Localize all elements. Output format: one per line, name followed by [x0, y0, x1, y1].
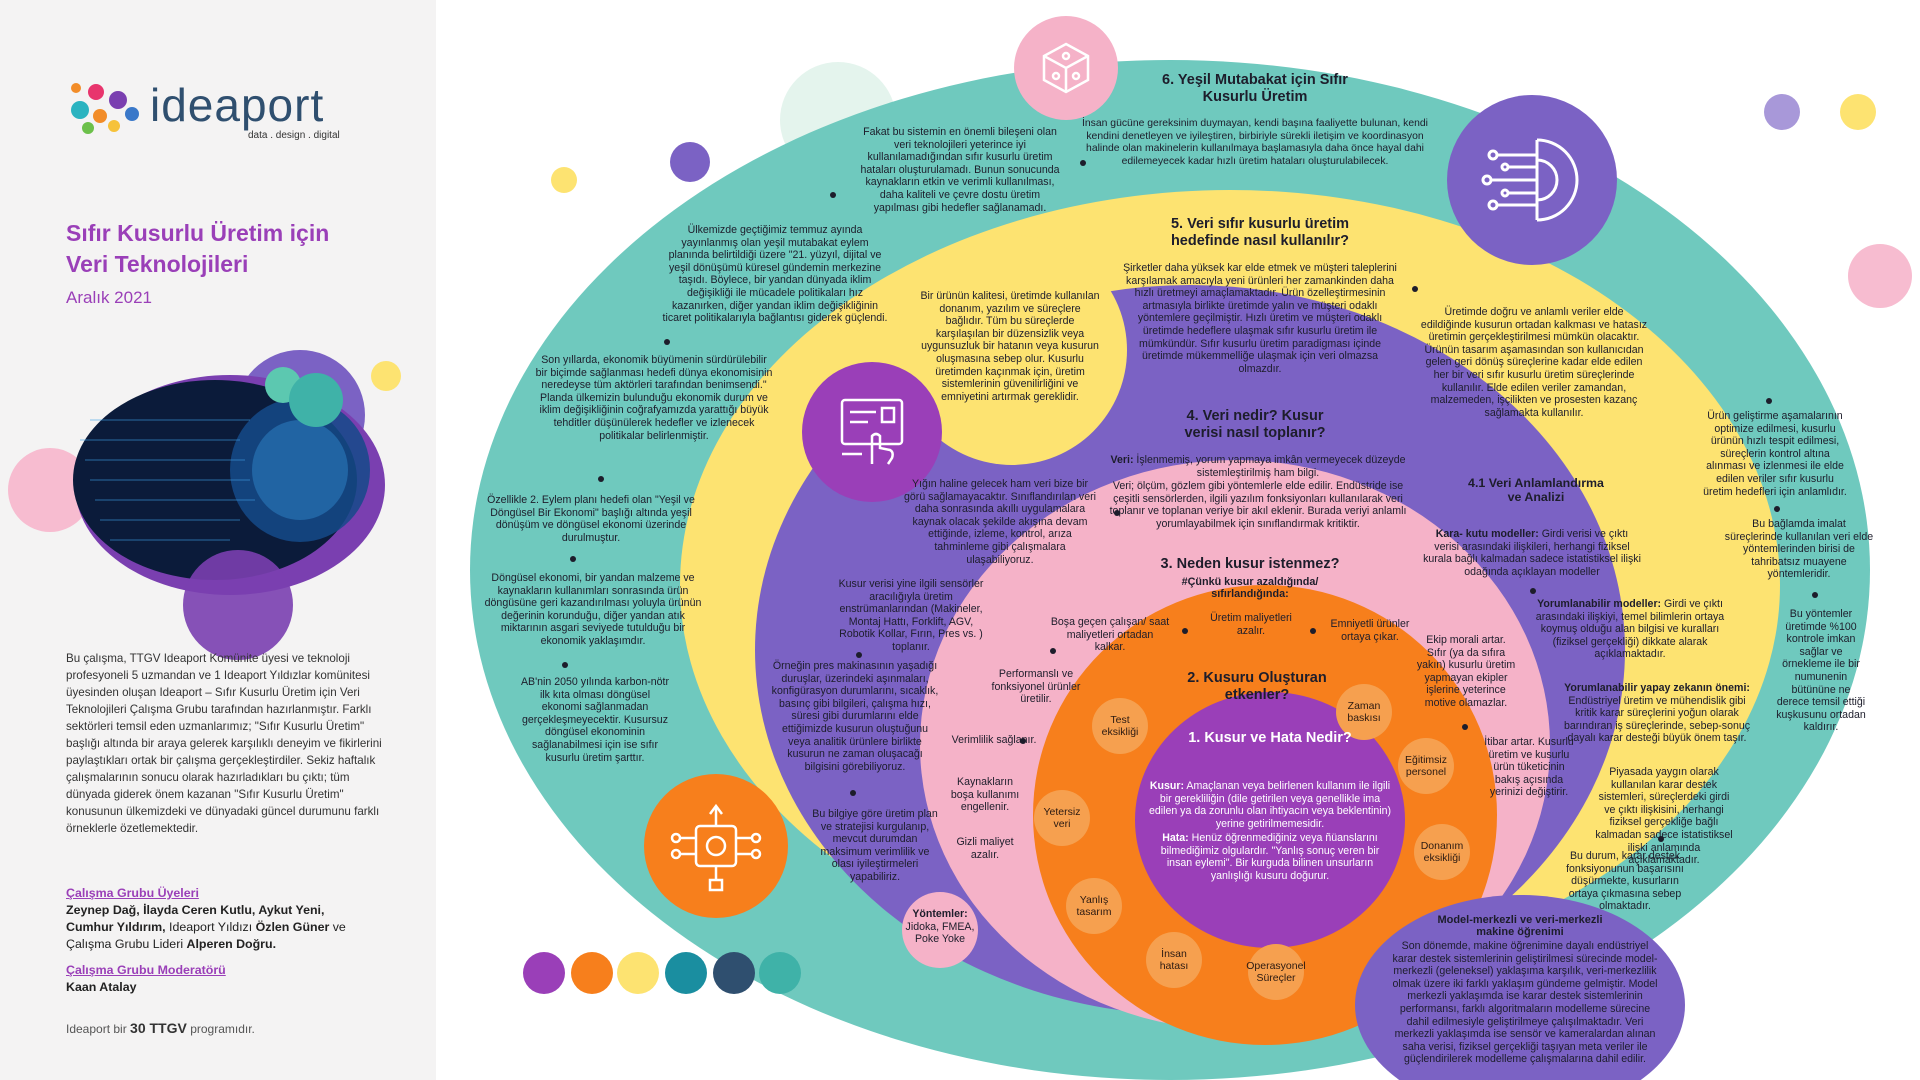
s4-p5: Örneğin pres makinasının yaşadığı duruşl… — [771, 660, 939, 773]
s41-p1: Kara- kutu modeller: Girdi verisi ve çık… — [1423, 528, 1641, 578]
s3-item-7: Kaynakların boşa kullanımı engellenir. — [950, 776, 1020, 814]
s3-item-5: Ekip morali artar. Sıfır (ya da sıfıra y… — [1416, 634, 1516, 709]
s5-p2: Üretimde doğru ve anlamlı veriler elde e… — [1420, 306, 1648, 419]
s6-r1: Ürün geliştirme aşamalarının optimize ed… — [1703, 410, 1847, 498]
factor-chip: Operasyonel Süreçler — [1246, 944, 1306, 1000]
bullet — [1412, 286, 1418, 292]
members-heading: Çalışma Grubu Üyeleri — [66, 886, 199, 900]
s6-r3: Bu yöntemler üretimde %100 kontrole imka… — [1776, 608, 1866, 734]
s6-p7: AB'nin 2050 yılında karbon-nötr ilk kıta… — [520, 676, 670, 764]
bullet — [1812, 592, 1818, 598]
page-title: Sıfır Kusurlu Üretim için Veri Teknoloji… — [66, 218, 406, 280]
bullet — [830, 192, 836, 198]
touch-dashboard-icon — [840, 398, 904, 465]
bullet — [664, 339, 670, 345]
s3-item-9: Gizli maliyet azalır. — [956, 836, 1014, 861]
s2-title: 2. Kusuru Oluşturan etkenler? — [1187, 670, 1327, 703]
factor-chip: Eğitimsiz personel — [1398, 738, 1454, 794]
s3-item-2: Üretim maliyetleri azalır. — [1210, 612, 1292, 637]
s41-mm: Son dönemde, makine öğrenimine dayalı en… — [1392, 940, 1658, 1066]
bullet — [1080, 160, 1086, 166]
bullet — [1182, 628, 1188, 634]
s6-p6: Döngüsel ekonomi, bir yandan malzeme ve … — [484, 572, 702, 647]
s5-bubble: Bir ürünün kalitesi, üretimde kullanılan… — [920, 290, 1100, 403]
hero-artwork — [8, 350, 401, 660]
s41-mm-title: Model-merkezli ve veri-merkezli makine ö… — [1437, 914, 1603, 938]
ttgv-logo: 30 TTGV — [130, 1020, 187, 1036]
s4-methods: Yöntemler:Jidoka, FMEA, Poke Yoke — [905, 908, 975, 946]
moderator-block: Çalışma Grubu Moderatörü Kaan Atalay — [66, 962, 396, 996]
s41-p2: Yorumlanabilir modeller: Girdi ve çıktı … — [1535, 598, 1725, 661]
bullet — [1114, 510, 1120, 516]
intro-paragraph: Bu çalışma, TTGV Ideaport Komünite üyesi… — [66, 652, 382, 835]
members-line-1: Zeynep Dağ, İlayda Ceren Kutlu, Aykut Ye… — [66, 903, 325, 917]
s3-title: 3. Neden kusur istenmez? — [1160, 556, 1340, 572]
logo-tagline: data . design . digital — [248, 130, 340, 141]
factor-chip: Zaman baskısı — [1336, 684, 1392, 740]
s4-p4: Kusur verisi yine ilgili sensörler aracı… — [838, 578, 984, 653]
s3-item-4: Performanslı ve fonksiyonel ürünler üret… — [991, 668, 1081, 706]
logo-wordmark: ideaport — [150, 79, 325, 131]
s41-title: 4.1 Veri Anlamlandırma ve Analizi — [1468, 476, 1604, 504]
s6-p3: Ülkemizde geçtiğimiz temmuz ayında yayın… — [662, 224, 888, 325]
s1-kusur: Kusur: Amaçlanan veya belirlenen kullanı… — [1148, 780, 1392, 830]
footer-credit: Ideaport bir 30 TTGV programıdır. — [66, 1020, 255, 1036]
s6-p5: Özellikle 2. Eylem planı hedefi olan "Ye… — [487, 494, 695, 544]
bullet — [850, 790, 856, 796]
moderator-name: Kaan Atalay — [66, 980, 137, 994]
bullet — [562, 662, 568, 668]
s4-p1: Veri: İşlenmemiş, yorum yapmaya imkân ve… — [1110, 454, 1406, 479]
bullet — [1658, 836, 1664, 842]
ai-chip-icon — [1481, 138, 1579, 222]
members-line-3: Çalışma Grubu Lideri Alperen Doğru. — [66, 937, 277, 951]
circuit-box-icon — [1042, 42, 1090, 94]
s1-title: 1. Kusur ve Hata Nedir? — [1188, 730, 1352, 746]
bullet — [570, 556, 576, 562]
bullet — [1050, 648, 1056, 654]
s5-p1: Şirketler daha yüksek kar elde etmek ve … — [1123, 262, 1397, 375]
s3-item-8: İtibar artar. Kusurlu üretim ve kusurlu … — [1484, 736, 1574, 799]
sidebar: ideaport data . design . digital Sıfır K… — [0, 0, 436, 1080]
factor-chip: Donanım eksikliği — [1414, 824, 1470, 880]
s5-title: 5. Veri sıfır kusurlu üretim hedefinde n… — [1170, 216, 1350, 249]
title-line-2: Veri Teknolojileri — [66, 251, 249, 277]
bullet — [1462, 724, 1468, 730]
members-line-2: Cumhur Yıldırım, Ideaport Yıldızı Özlen … — [66, 920, 346, 934]
s6-title: 6. Yeşil Mutabakat için Sıfır Kusurlu Ür… — [1162, 72, 1348, 105]
process-gear-icon — [670, 803, 762, 892]
s6-p2: Fakat bu sistemin en önemli bileşeni ola… — [860, 126, 1060, 214]
s4-p3: Yığın haline gelecek ham veri bize bir g… — [904, 478, 1096, 566]
s1-hata: Hata: Henüz öğrenmediğiniz veya ñüanslar… — [1160, 832, 1380, 882]
s3-item-1: Boşa geçen çalışan/ saat maliyetleri ort… — [1050, 616, 1170, 654]
s4-title: 4. Veri nedir? Kusur verisi nasıl toplan… — [1184, 408, 1326, 441]
s4-p2: Veri; ölçüm, gözlem gibi yöntemlerle eld… — [1109, 480, 1407, 530]
s3-item-3: Emniyetli ürünler ortaya çıkar. — [1330, 618, 1410, 643]
s41-p5: Bu durum, karar destek fonksiyonunun baş… — [1566, 850, 1684, 913]
factor-chip: Test eksikliği — [1092, 698, 1148, 754]
factor-chip: Yanlış tasarım — [1066, 878, 1122, 934]
bullet — [1310, 628, 1316, 634]
s6-p1: İnsan gücüne gereksinim duymayan, kendi … — [1081, 118, 1428, 167]
moderator-heading: Çalışma Grubu Moderatörü — [66, 963, 226, 977]
s41-p4: Piyasada yaygın olarak kullanılan karar … — [1595, 766, 1733, 867]
bullet — [856, 652, 862, 658]
s6-r2: Bu bağlamda imalat süreçlerinde kullanıl… — [1724, 518, 1874, 581]
factor-chip: İnsan hatası — [1146, 932, 1202, 988]
bullet — [598, 476, 604, 482]
bullet — [1774, 506, 1780, 512]
ideaport-logo[interactable]: ideaport data . design . digital — [66, 70, 366, 150]
bullet — [1530, 588, 1536, 594]
factor-chip: Yetersiz veri — [1034, 790, 1090, 846]
logo-mark-icon — [71, 83, 139, 134]
bullet — [1766, 398, 1772, 404]
s41-p3: Yorumlanabilir yapay zekanın önemi: Endü… — [1563, 682, 1751, 745]
s6-p4: Son yıllarda, ekonomik büyümenin sürdürü… — [535, 354, 773, 442]
s3-item-6: Verimlilik sağlanır. — [951, 734, 1037, 746]
members-block: Çalışma Grubu Üyeleri Zeynep Dağ, İlayda… — [66, 885, 396, 953]
title-line-1: Sıfır Kusurlu Üretim için — [66, 220, 330, 246]
publication-date: Aralık 2021 — [66, 288, 152, 307]
s3-subtitle: #Çünkü kusur azaldığında/ sıfırlandığınd… — [1181, 576, 1319, 601]
s4-p6: Bu bilgiye göre üretim plan ve stratejis… — [812, 808, 938, 883]
bullet — [1020, 738, 1026, 744]
